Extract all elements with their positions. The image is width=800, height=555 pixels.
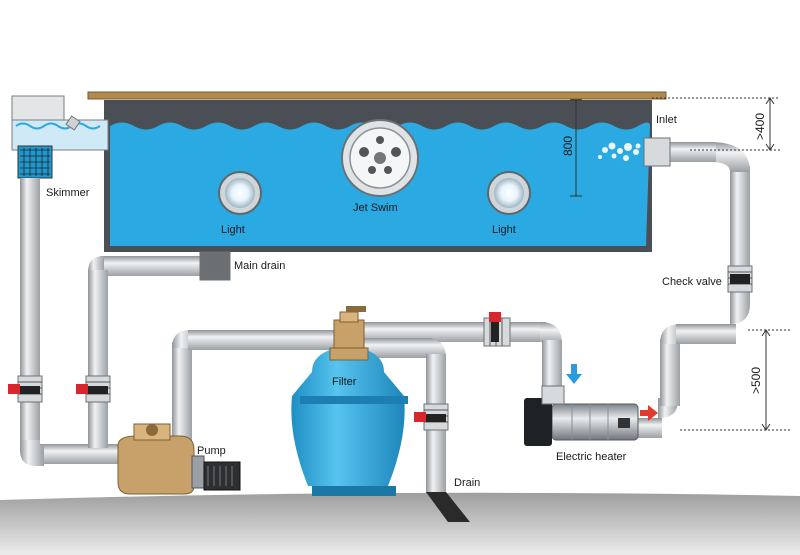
label-inlet: Inlet	[656, 114, 677, 126]
label-light-right: Light	[492, 224, 516, 236]
label-skimmer: Skimmer	[46, 187, 90, 199]
valve-main-drain	[76, 384, 108, 394]
dimension-heater-height	[680, 329, 790, 431]
valve-heater-line	[489, 312, 501, 342]
label-jet-swim: Jet Swim	[353, 202, 398, 214]
label-check-valve: Check valve	[662, 276, 722, 288]
inlet-bubbles	[598, 142, 641, 161]
pool-deck	[87, 91, 667, 100]
electric-heater	[524, 385, 639, 446]
flow-arrow-down	[566, 364, 582, 384]
valve-skimmer	[8, 384, 40, 394]
dimension-inlet-value: >400	[753, 113, 767, 140]
flow-arrow-right	[640, 405, 658, 421]
light-left	[218, 171, 262, 215]
dimension-inlet-height	[652, 97, 780, 151]
label-light-left: Light	[221, 224, 245, 236]
pump	[117, 423, 241, 495]
label-electric-heater: Electric heater	[556, 451, 627, 463]
jet-swim	[341, 119, 419, 197]
light-right	[487, 171, 531, 215]
label-drain: Drain	[454, 477, 480, 489]
label-main-drain: Main drain	[234, 260, 285, 272]
check-valve	[730, 274, 750, 284]
dimension-depth	[570, 99, 582, 197]
label-pump: Pump	[197, 445, 226, 457]
dimension-depth-value: 800	[561, 136, 575, 156]
ground	[0, 492, 800, 555]
filter	[291, 306, 408, 496]
valve-drain	[414, 412, 446, 422]
skimmer	[11, 95, 109, 179]
label-filter: Filter	[332, 376, 357, 388]
dimension-heater-value: >500	[749, 367, 763, 394]
